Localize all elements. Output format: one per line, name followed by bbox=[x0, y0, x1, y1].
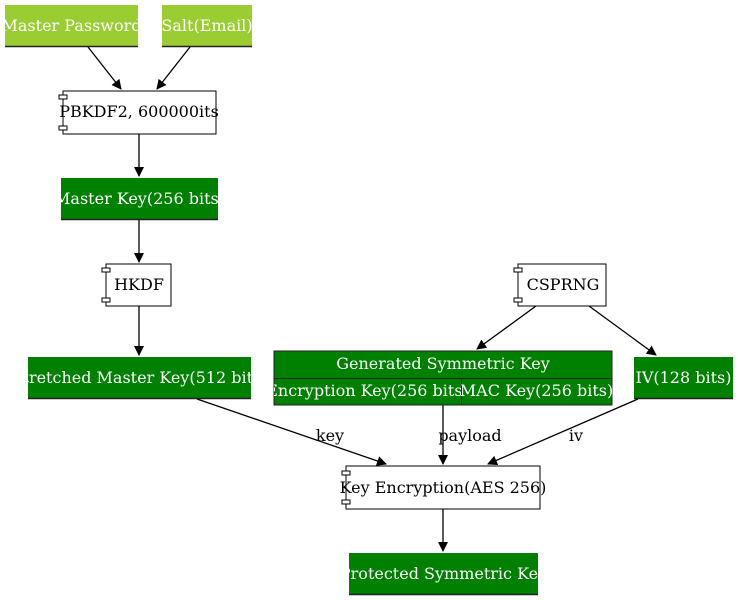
record-field-mac-key: MAC Key(256 bits) bbox=[460, 381, 613, 400]
node-master-password: Master Password bbox=[2, 5, 142, 48]
component-icon bbox=[101, 267, 111, 273]
edge-stretched-key-to-key-encryption bbox=[196, 398, 387, 466]
node-key-encryption: Key Encryption(AES 256) bbox=[340, 465, 547, 510]
node-pbkdf2: PBKDF2, 600000its bbox=[58, 90, 219, 135]
node-label: Salt(Email) bbox=[161, 16, 252, 35]
node-label: PBKDF2, 600000its bbox=[59, 102, 219, 121]
node-master-key: Master Key(256 bits) bbox=[54, 178, 225, 221]
node-csprng: CSPRNG bbox=[513, 263, 607, 307]
node-label: IV(128 bits) bbox=[636, 368, 732, 387]
node-label: CSPRNG bbox=[527, 275, 600, 294]
node-generated-symmetric-key: Generated Symmetric Key Encryption Key(2… bbox=[266, 350, 613, 406]
edge-salt-to-pbkdf2 bbox=[156, 46, 191, 90]
edges bbox=[87, 46, 657, 552]
node-label: Key Encryption(AES 256) bbox=[340, 478, 547, 497]
node-label: MAC Key(256 bits) bbox=[460, 381, 613, 400]
node-hkdf: HKDF bbox=[101, 263, 172, 307]
edge-label-key: key bbox=[316, 426, 344, 445]
edge-iv-to-key-encryption bbox=[487, 398, 639, 466]
node-salt: Salt(Email) bbox=[161, 5, 252, 48]
component-icon bbox=[513, 267, 523, 273]
node-label: Master Password bbox=[2, 16, 142, 35]
component-icon bbox=[58, 94, 68, 100]
edge-csprng-to-generated-key bbox=[476, 305, 537, 350]
edge-label-iv: iv bbox=[569, 426, 583, 445]
node-protected-symmetric-key: Protected Symmetric Key bbox=[340, 553, 547, 596]
node-label: Stretched Master Key(512 bits) bbox=[12, 368, 268, 387]
edge-label-payload: payload bbox=[438, 426, 501, 445]
node-stretched-master-key: Stretched Master Key(512 bits) bbox=[12, 357, 268, 400]
node-label: Master Key(256 bits) bbox=[54, 189, 225, 208]
edge-master-password-to-pbkdf2 bbox=[87, 46, 122, 90]
node-label: Protected Symmetric Key bbox=[340, 564, 547, 583]
node-label: Encryption Key(256 bits) bbox=[266, 381, 469, 400]
edge-csprng-to-iv bbox=[588, 305, 657, 356]
component-icon bbox=[341, 470, 351, 476]
node-label: HKDF bbox=[114, 275, 164, 294]
record-field-encryption-key: Encryption Key(256 bits) bbox=[266, 381, 469, 400]
record-header-label: Generated Symmetric Key bbox=[336, 354, 550, 373]
node-iv: IV(128 bits) bbox=[634, 357, 733, 400]
